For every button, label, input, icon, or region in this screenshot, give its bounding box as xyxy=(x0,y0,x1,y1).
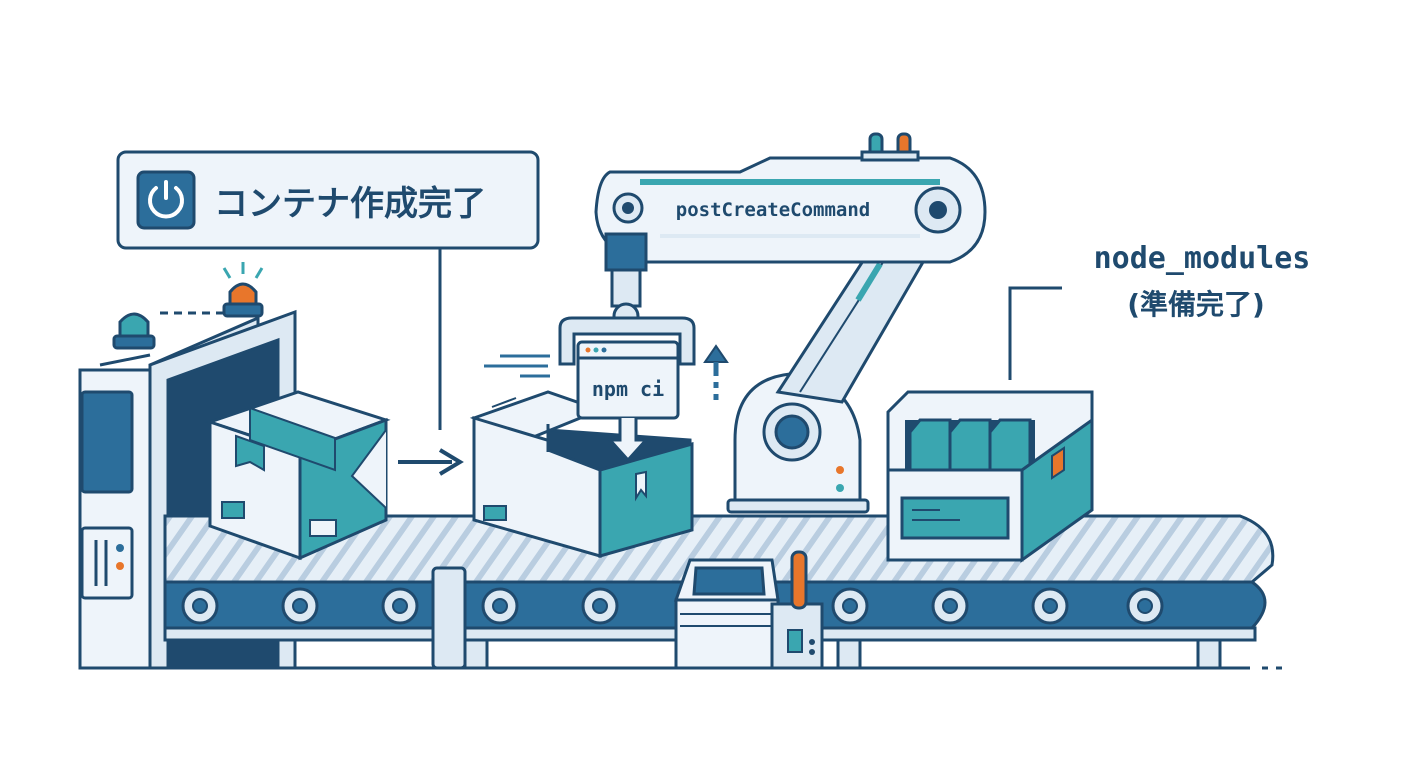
power-icon xyxy=(136,170,196,230)
post-create-command-label: postCreateCommand xyxy=(676,199,870,221)
conveyor-roller-hub xyxy=(1137,598,1153,614)
orange-beacon-light xyxy=(222,262,264,318)
conveyor-roller-hub xyxy=(392,598,408,614)
status-callout-box xyxy=(116,150,540,250)
teal-beacon-light xyxy=(112,312,156,350)
motion-lines xyxy=(484,354,550,378)
conveyor-roller-hub xyxy=(292,598,308,614)
support-post xyxy=(431,566,467,670)
conveyor-roller-hub xyxy=(942,598,958,614)
node-modules-label: node_modules xyxy=(1094,241,1311,276)
container-created-label: コンテナ作成完了 xyxy=(214,184,486,224)
ready-label: (準備完了) xyxy=(1127,288,1265,321)
result-leader-line xyxy=(1008,286,1062,380)
conveyor-roller-hub xyxy=(592,598,608,614)
flow-arrow xyxy=(398,448,464,476)
conveyor-roller-hub xyxy=(492,598,508,614)
conveyor-roller-hub xyxy=(1042,598,1058,614)
open-box xyxy=(469,390,694,558)
install-down-arrow-icon xyxy=(606,418,650,463)
conveyor-roller-hub xyxy=(842,598,858,614)
control-panel xyxy=(673,550,824,670)
robot-arm xyxy=(558,132,987,514)
node-modules-box xyxy=(886,390,1094,563)
lift-up-arrow-icon xyxy=(703,344,729,400)
conveyor-roller-hub xyxy=(192,598,208,614)
npm-ci-command: npm ci xyxy=(592,377,664,401)
closed-box xyxy=(205,390,391,561)
